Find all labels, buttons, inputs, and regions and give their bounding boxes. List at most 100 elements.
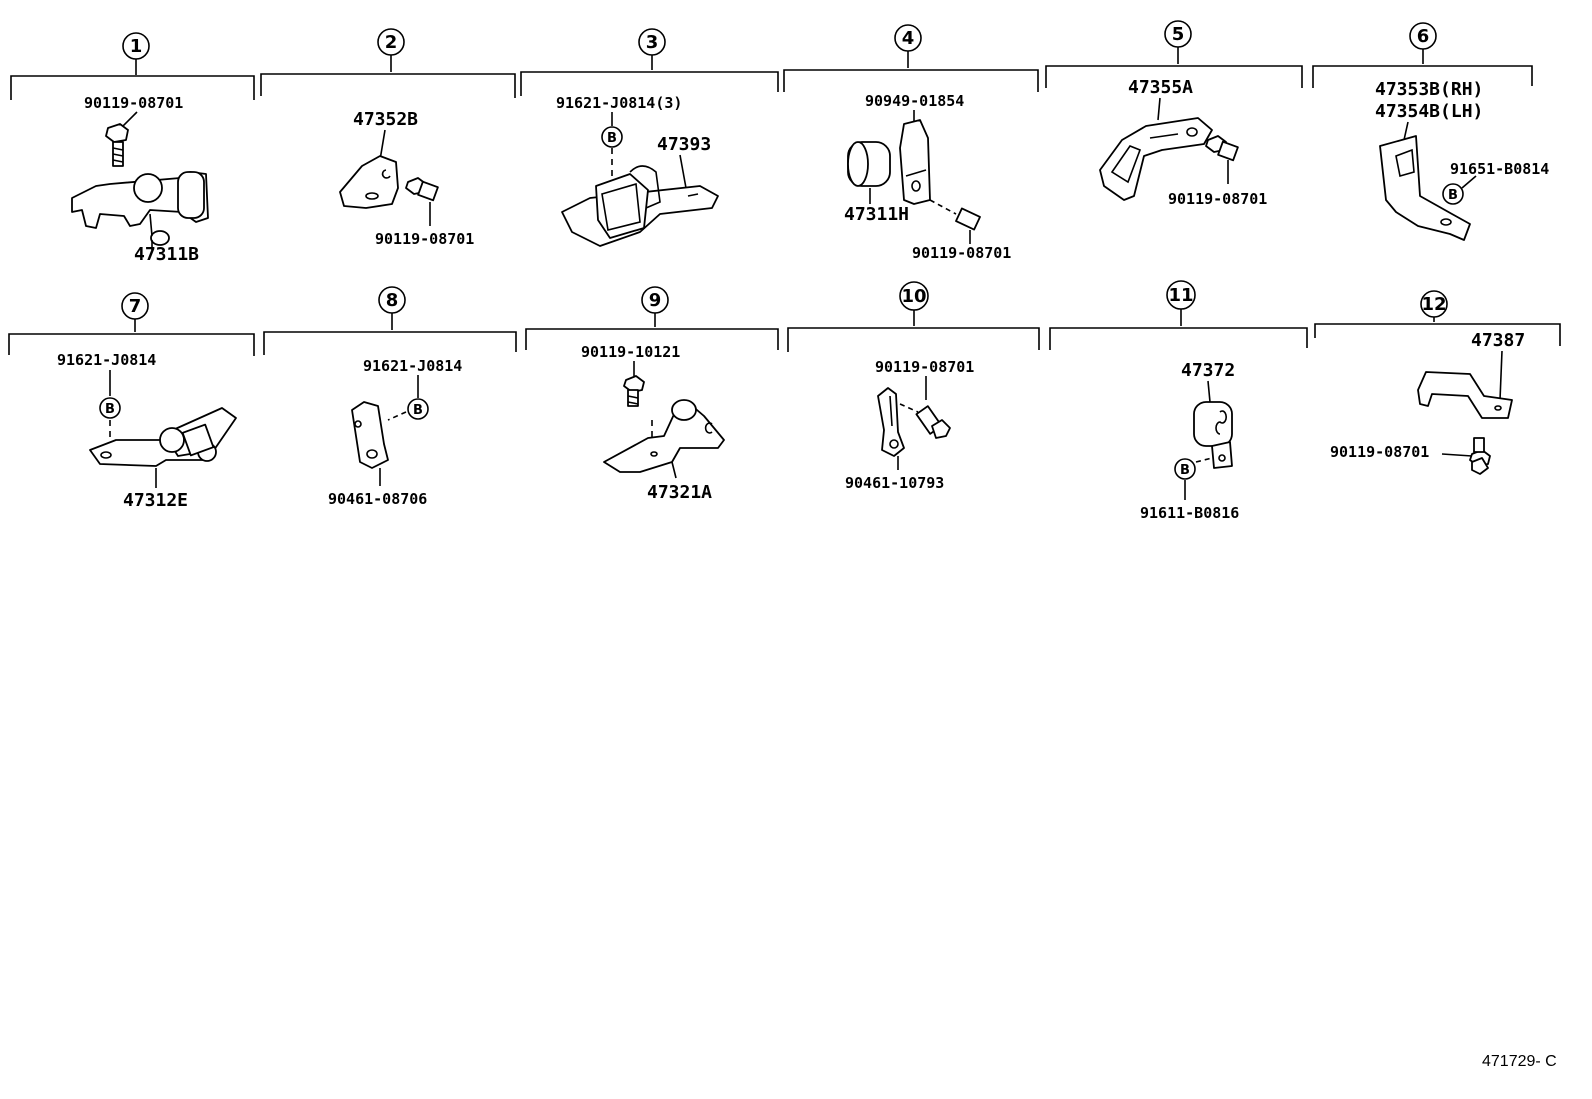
group-1-bracket xyxy=(10,59,255,100)
group-7-number-badge: 7 xyxy=(121,292,149,320)
diagram-id: 471729- C xyxy=(1482,1053,1557,1070)
group-11-b-letter: B xyxy=(1180,463,1190,478)
group-11-leader xyxy=(1207,380,1211,403)
group-8-b-letter: B xyxy=(413,403,423,418)
group-12-leader xyxy=(1499,350,1503,401)
group-11-label-part: 47372 xyxy=(1181,360,1235,381)
group-9-label-bolt: 90119-10121 xyxy=(581,343,680,361)
group-6-number-badge: 6 xyxy=(1409,22,1437,50)
group-11-label-clamp: 91611-B0816 xyxy=(1140,504,1239,522)
group-7-label-part: 47312E xyxy=(123,490,188,511)
group-1-number-badge: 1 xyxy=(122,32,150,60)
group-6-leader xyxy=(1403,121,1409,141)
group-7-b-letter: B xyxy=(105,402,115,417)
group-3-bracket xyxy=(520,55,779,96)
group-8-label-bolt: 90461-08706 xyxy=(328,490,427,508)
group-10-dashed-leader xyxy=(899,403,919,413)
group-9-label-part: 47321A xyxy=(647,482,712,503)
group-1-number: 1 xyxy=(130,36,143,57)
group-2-number-badge: 2 xyxy=(377,28,405,56)
clamp-47372-icon xyxy=(1193,401,1233,469)
bracket-47353b-icon xyxy=(1379,135,1471,241)
bracket-47311b-icon xyxy=(71,171,209,246)
group-11: 11 47372 B 91611-B0816 xyxy=(1049,280,1308,522)
group-1: 1 90119-08701 47311B xyxy=(10,32,255,265)
group-5-number-badge: 5 xyxy=(1164,20,1192,48)
group-6-label-rh: 47353B(RH) xyxy=(1375,79,1483,100)
plate-47352b-icon xyxy=(339,155,399,209)
clamp-b-marker: B xyxy=(1442,183,1464,205)
group-3-label-clamp: 91621-J0814(3) xyxy=(556,94,682,112)
group-8-bracket xyxy=(263,313,517,355)
bracket-47355a-icon xyxy=(1099,117,1213,201)
bolt-90119-08701-icon xyxy=(405,177,439,202)
group-7: 7 91621-J0814 B 47312E xyxy=(8,292,255,511)
group-4-number: 4 xyxy=(902,28,915,49)
group-10-bracket xyxy=(787,310,1040,352)
group-5-label-bolt: 90119-08701 xyxy=(1168,190,1267,208)
bracket-47321a-icon xyxy=(603,399,725,473)
clamp-b-marker: B xyxy=(407,398,429,420)
group-6-number: 6 xyxy=(1417,26,1430,47)
clamp-90461-10793-icon xyxy=(877,387,905,457)
clamp-b-marker: B xyxy=(601,126,623,148)
group-9-number: 9 xyxy=(649,290,662,311)
group-7-number: 7 xyxy=(129,296,142,317)
bracket-47393-icon xyxy=(561,165,719,247)
group-2-label-bolt: 90119-08701 xyxy=(375,230,474,248)
bolt-90119-10121-icon xyxy=(623,375,645,407)
group-6-bracket xyxy=(1312,49,1533,88)
bracket-47387-icon xyxy=(1417,371,1513,419)
group-11-dashed-leader xyxy=(1195,457,1213,463)
group-2-number: 2 xyxy=(385,32,398,53)
group-5-number: 5 xyxy=(1172,24,1185,45)
bolt-90119-08701-icon xyxy=(955,207,981,231)
group-12-number: 12 xyxy=(1421,294,1446,315)
group-1-label-part: 47311B xyxy=(134,244,199,265)
group-8-label-clamp: 91621-J0814 xyxy=(363,357,462,375)
group-1-label-bolt: 90119-08701 xyxy=(84,94,183,112)
group-9-leader-2 xyxy=(671,461,677,479)
clamp-90949-01854-icon xyxy=(899,119,931,205)
group-10-number: 10 xyxy=(901,286,926,307)
group-12-leader-2 xyxy=(1441,453,1473,457)
group-9-bracket xyxy=(525,313,779,350)
group-5: 5 47355A 90119-08701 xyxy=(1045,20,1303,208)
group-11-bracket xyxy=(1049,309,1308,350)
bolt-90119-08701-icon xyxy=(1469,437,1491,475)
group-3-number-badge: 3 xyxy=(638,28,666,56)
group-7-label-clamp: 91621-J0814 xyxy=(57,351,156,369)
group-9-number-badge: 9 xyxy=(641,286,669,314)
group-5-label-part: 47355A xyxy=(1128,77,1193,98)
group-6-leader-2 xyxy=(1461,175,1477,189)
group-10-label-bolt: 90119-08701 xyxy=(875,358,974,376)
group-12-number-badge: 12 xyxy=(1420,290,1448,318)
group-3-leader-2 xyxy=(679,154,687,189)
group-6: 6 47353B(RH) 47354B(LH) 91651-B0814 B xyxy=(1312,22,1549,241)
bolt-90119-08701-icon xyxy=(915,405,951,439)
group-3: 3 91621-J0814(3) B 47393 xyxy=(520,28,779,247)
group-4: 4 90949-01854 47311H 90119-08701 xyxy=(783,24,1039,262)
group-10-number-badge: 10 xyxy=(899,281,929,311)
group-12-bracket xyxy=(1314,317,1561,346)
clamp-b-marker: B xyxy=(1174,458,1196,480)
group-8-number-badge: 8 xyxy=(378,286,406,314)
group-3-number: 3 xyxy=(646,32,659,53)
group-9: 9 90119-10121 47321A xyxy=(525,286,779,503)
group-12: 12 47387 90119-08701 xyxy=(1314,290,1561,475)
group-10-label-clamp: 90461-10793 xyxy=(845,474,944,492)
group-8-number: 8 xyxy=(386,290,399,311)
group-4-label-bolt: 90119-08701 xyxy=(912,244,1011,262)
group-12-label-part: 47387 xyxy=(1471,330,1525,351)
group-5-leader xyxy=(1157,97,1161,121)
group-6-b-letter: B xyxy=(1448,188,1458,203)
group-11-number: 11 xyxy=(1168,285,1193,306)
group-6-label-lh: 47354B(LH) xyxy=(1375,101,1483,122)
clamp-90461-08706-icon xyxy=(351,401,389,469)
group-6-label-clamp: 91651-B0814 xyxy=(1450,160,1549,178)
group-4-number-badge: 4 xyxy=(894,24,922,52)
group-2-leader xyxy=(379,129,386,161)
bolt-90119-08701-icon xyxy=(105,123,129,167)
bolt-90119-08701-icon xyxy=(1205,135,1239,162)
